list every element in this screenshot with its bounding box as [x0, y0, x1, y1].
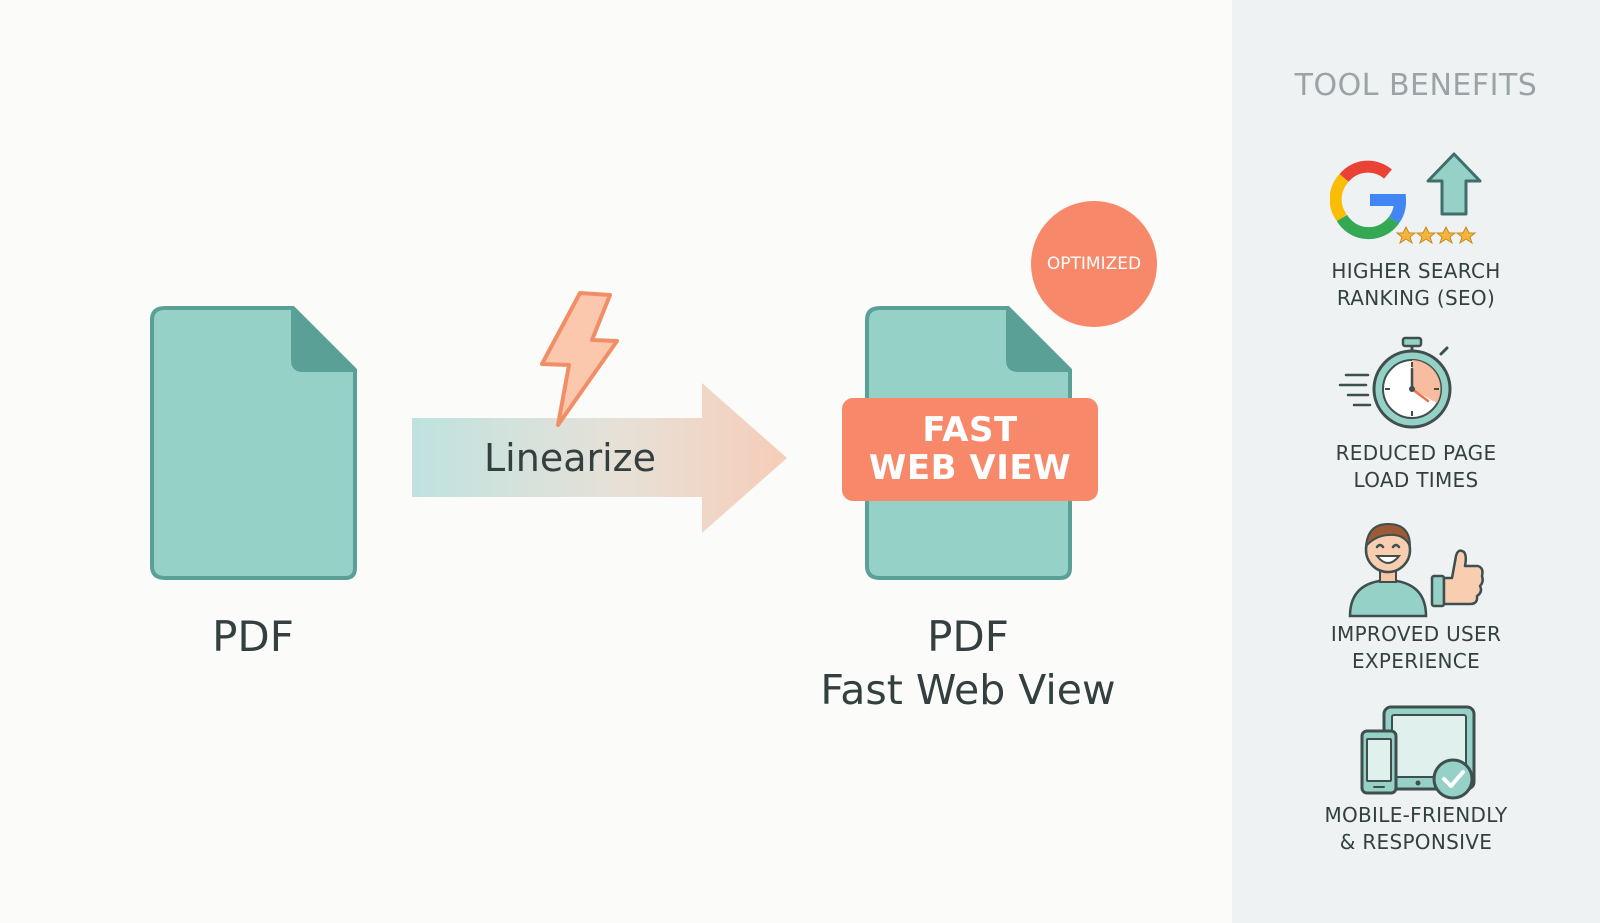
source-document-label: PDF	[212, 612, 294, 661]
output-document-label: PDF	[927, 612, 1009, 661]
lightning-bolt-icon	[540, 291, 619, 427]
linearize-arrow	[412, 383, 787, 533]
optimized-badge-label: OPTIMIZED	[1046, 254, 1142, 274]
fast-web-view-banner	[842, 398, 1098, 501]
google-search-ranking-icon	[1330, 152, 1482, 245]
benefit-mobile-line2: & RESPONSIVE	[1339, 830, 1493, 854]
benefit-seo-line2: RANKING (SEO)	[1336, 286, 1496, 310]
source-document-icon	[150, 306, 357, 580]
optimized-badge	[1031, 201, 1157, 327]
benefit-mobile-line1: MOBILE-FRIENDLY	[1324, 803, 1508, 827]
fast-web-view-line1: FAST	[922, 410, 1018, 450]
benefit-user-experience-line2: EXPERIENCE	[1351, 649, 1481, 673]
benefit-load-times-line1: REDUCED PAGE	[1335, 441, 1497, 465]
stopwatch-icon	[1338, 336, 1452, 429]
diagram-graphics	[150, 201, 1157, 580]
mobile-devices-check-icon	[1360, 705, 1476, 800]
benefit-load-times-line2: LOAD TIMES	[1353, 468, 1479, 492]
diagram-canvas: PDF Linearize FAST WEB VIEW OPTIMIZED PD…	[150, 201, 1157, 714]
benefit-user-experience-line1: IMPROVED USER	[1330, 622, 1502, 646]
output-document-sublabel: Fast Web View	[820, 666, 1116, 714]
benefit-seo-line1: HIGHER SEARCH	[1331, 259, 1501, 283]
happy-user-thumbs-up-icon	[1348, 522, 1484, 618]
fast-web-view-line2: WEB VIEW	[868, 448, 1072, 488]
linearize-label: Linearize	[484, 436, 656, 480]
panel-title: TOOL BENEFITS	[1294, 68, 1538, 103]
